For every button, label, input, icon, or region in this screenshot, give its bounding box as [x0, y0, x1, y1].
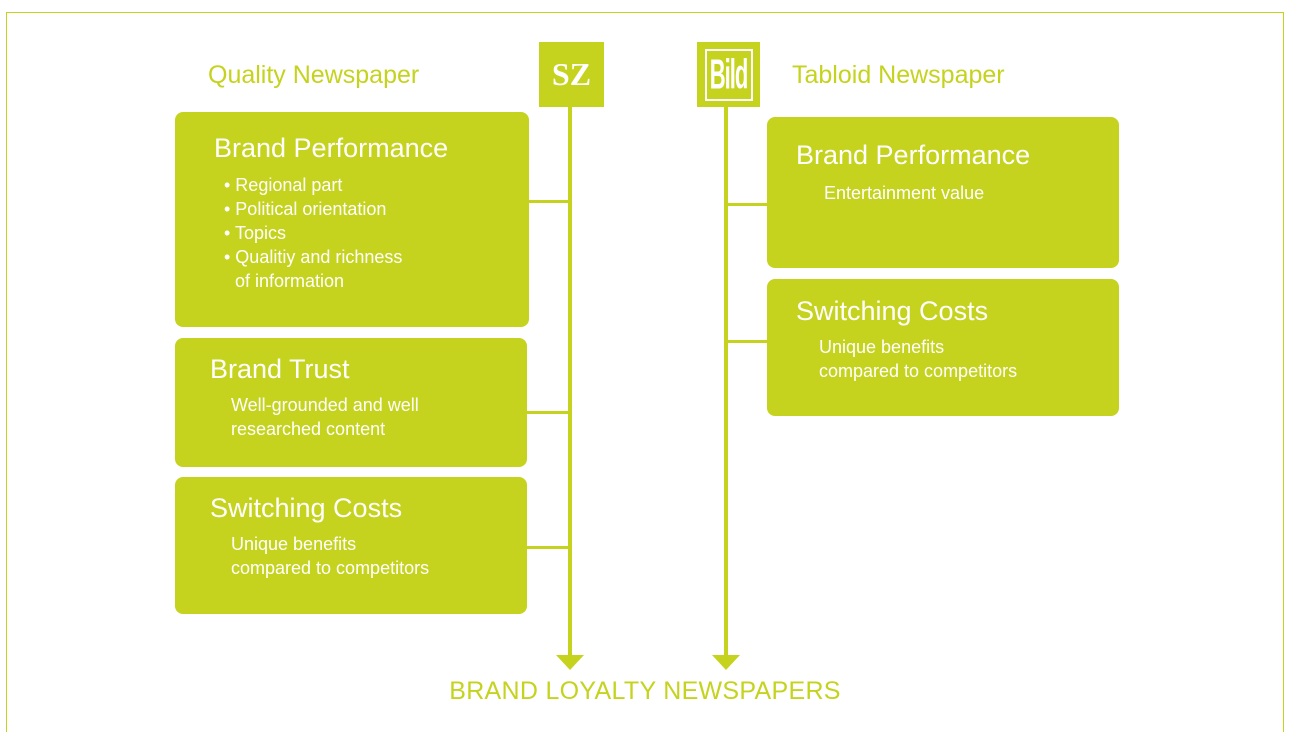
box-body: Well-grounded and well researched conten…	[210, 393, 527, 441]
sz-axis-arrowhead	[556, 655, 584, 670]
branch-brand-trust-left	[526, 411, 570, 414]
brand-trust-box: Brand Trust Well-grounded and well resea…	[175, 338, 527, 467]
sz-logo: SZ	[539, 42, 604, 107]
branch-switching-costs-left	[526, 546, 570, 549]
diagram-frame	[6, 12, 1284, 732]
bullet-item-continuation: of information	[235, 271, 345, 291]
branch-brand-performance-right	[726, 203, 768, 206]
box-title: Brand Trust	[210, 354, 350, 384]
bullet-item: • Qualitiy and richness	[224, 247, 403, 267]
bild-logo-text: Bild	[709, 49, 749, 98]
bild-axis-line	[724, 107, 728, 656]
box-title: Switching Costs	[796, 296, 989, 326]
box-text-line: compared to competitors	[819, 361, 1018, 381]
box-title: Brand Performance	[796, 140, 1031, 170]
sz-axis-line	[568, 107, 572, 656]
box-text-line: researched content	[231, 419, 386, 439]
bullet-item: • Topics	[224, 223, 286, 243]
box-body: Unique benefits compared to competitors	[796, 335, 1119, 383]
switching-costs-box-right: Switching Costs Unique benefits compared…	[767, 279, 1119, 416]
quality-newspaper-heading: Quality Newspaper	[208, 61, 420, 89]
brand-loyalty-title: BRAND LOYALTY NEWSPAPERS	[449, 677, 841, 705]
bild-logo: Bild	[697, 42, 760, 107]
branch-brand-performance-left	[528, 200, 570, 203]
bullet-item: • Regional part	[224, 175, 343, 195]
box-body: Entertainment value	[796, 181, 1119, 205]
box-title: Brand Performance	[214, 133, 449, 163]
box-text-line: Well-grounded and well	[231, 395, 419, 415]
bild-axis-arrowhead	[712, 655, 740, 670]
bild-logo-inner: Bild	[704, 48, 753, 101]
box-text-line: Entertainment value	[824, 183, 985, 203]
bullet-item: • Political orientation	[224, 199, 387, 219]
box-body: Unique benefits compared to competitors	[210, 532, 527, 580]
box-text-line: Unique benefits	[231, 534, 357, 554]
brand-performance-box-left: Brand Performance • Regional part • Poli…	[175, 112, 529, 327]
switching-costs-box-left: Switching Costs Unique benefits compared…	[175, 477, 527, 614]
box-text-line: compared to competitors	[231, 558, 430, 578]
branch-switching-costs-right	[726, 340, 768, 343]
tabloid-newspaper-heading: Tabloid Newspaper	[792, 61, 1005, 89]
box-text-line: Unique benefits	[819, 337, 945, 357]
brand-performance-box-right: Brand Performance Entertainment value	[767, 117, 1119, 268]
sz-logo-text: SZ	[551, 56, 592, 92]
box-title: Switching Costs	[210, 493, 403, 523]
bullet-list: • Regional part • Political orientation …	[214, 173, 529, 293]
